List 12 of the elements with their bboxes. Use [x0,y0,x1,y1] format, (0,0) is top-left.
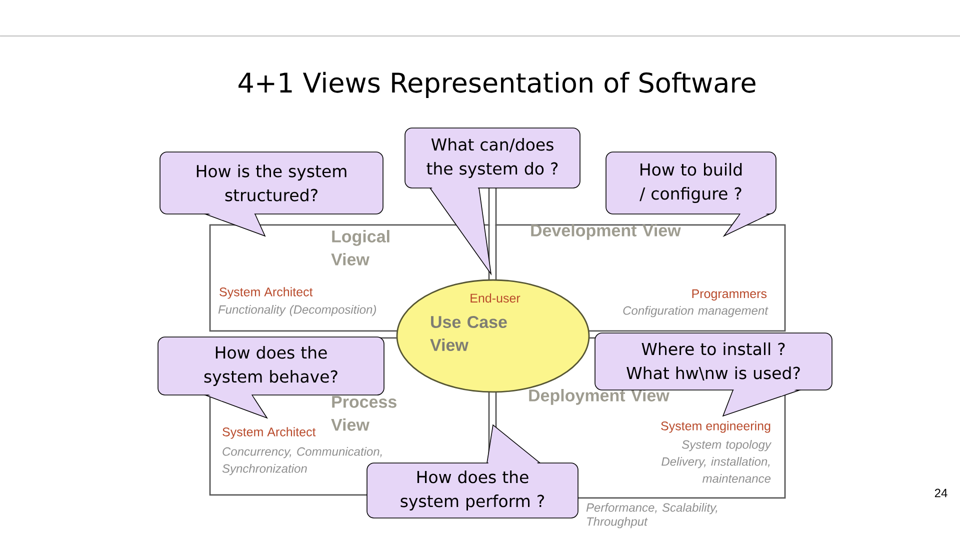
title: 4+1 Views Representation of Software [238,72,756,98]
note-text: Performance, Scalability, Throughput [586,503,718,528]
role-label: System Architect [220,287,313,299]
description-text: Functionality (Decomposition) [218,305,376,316]
page-number: 24 [934,488,948,498]
description-text: System topology Delivery, installation, maintenance [662,440,772,483]
role-label: Programmers [692,289,767,301]
role-label: System Architect [222,427,316,439]
view-title: Use Case View [430,316,507,352]
role-label: System engineering [661,421,770,433]
role-label: End-user [470,293,520,303]
description-text: Configuration management [623,306,768,318]
